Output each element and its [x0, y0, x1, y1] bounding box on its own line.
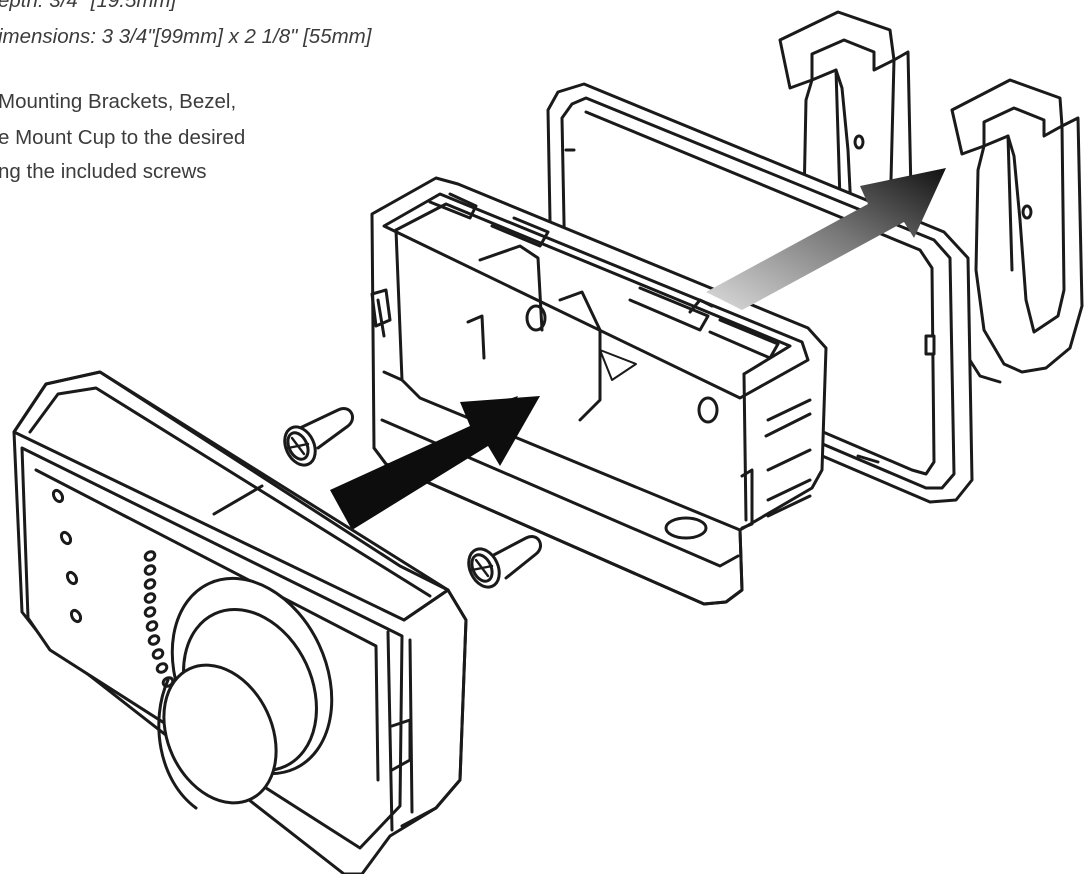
- instruction-line-2: e Mount Cup to the desired: [0, 126, 246, 149]
- control-knob-unit: [12, 370, 468, 874]
- mounting-bracket-right: [950, 78, 1084, 384]
- arrow-grey: [599, 168, 946, 381]
- screw-top: [283, 407, 354, 467]
- spec-dimensions: imensions: 3 3/4"[99mm] x 2 1/8" [55mm]: [0, 25, 372, 48]
- arrow-black-main: [330, 396, 540, 530]
- instruction-line-3: ng the included screws: [0, 160, 207, 183]
- spec-depth: epth: 3/4" [19.5mm]: [0, 0, 177, 12]
- mount-cup: [370, 176, 828, 606]
- instruction-line-1: Mounting Brackets, Bezel,: [0, 90, 237, 113]
- screw-bottom: [467, 535, 542, 589]
